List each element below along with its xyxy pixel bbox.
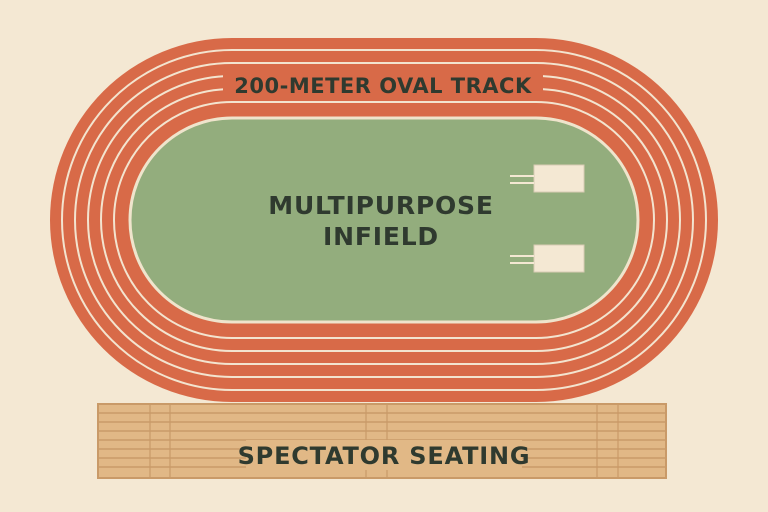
seating-label-band: [246, 440, 522, 470]
track-label: 200-METER OVAL TRACK: [234, 74, 532, 98]
lane-line-2: [74, 62, 694, 378]
lane-line-5: [113, 101, 655, 339]
spectator-seating: [97, 403, 667, 479]
infield: [128, 116, 640, 324]
equipment-box-1: [533, 164, 585, 193]
infield-label-line-2: INFIELD: [323, 222, 439, 251]
infield-label-line-1: MULTIPURPOSE: [268, 191, 493, 220]
seating-label: SPECTATOR SEATING: [238, 442, 531, 470]
infield-equipment: [510, 164, 585, 273]
lane-lines: [61, 49, 707, 391]
lane-line-1: [61, 49, 707, 391]
track-label-band: [223, 71, 543, 101]
equipment-box-2: [533, 244, 585, 273]
